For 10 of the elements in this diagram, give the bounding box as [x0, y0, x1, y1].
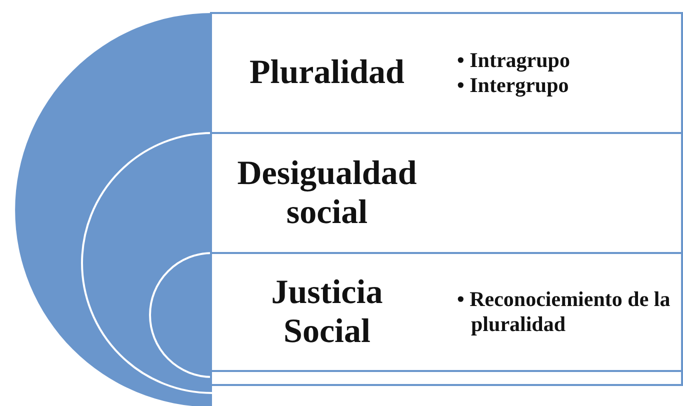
- row-box: [210, 252, 683, 372]
- row-title: Desigualdad social: [236, 154, 418, 232]
- bullet-item: • Intergrupo: [457, 73, 570, 98]
- bullet-item: • Intragrupo: [457, 48, 571, 73]
- empty-row-box: [210, 370, 683, 386]
- row-box: [210, 132, 683, 254]
- row-box: [210, 12, 683, 134]
- row-title: Justicia Social: [270, 272, 384, 352]
- bullet-item: • Reconociemiento de la pluralidad: [457, 286, 672, 338]
- row-title: Pluralidad: [248, 53, 406, 93]
